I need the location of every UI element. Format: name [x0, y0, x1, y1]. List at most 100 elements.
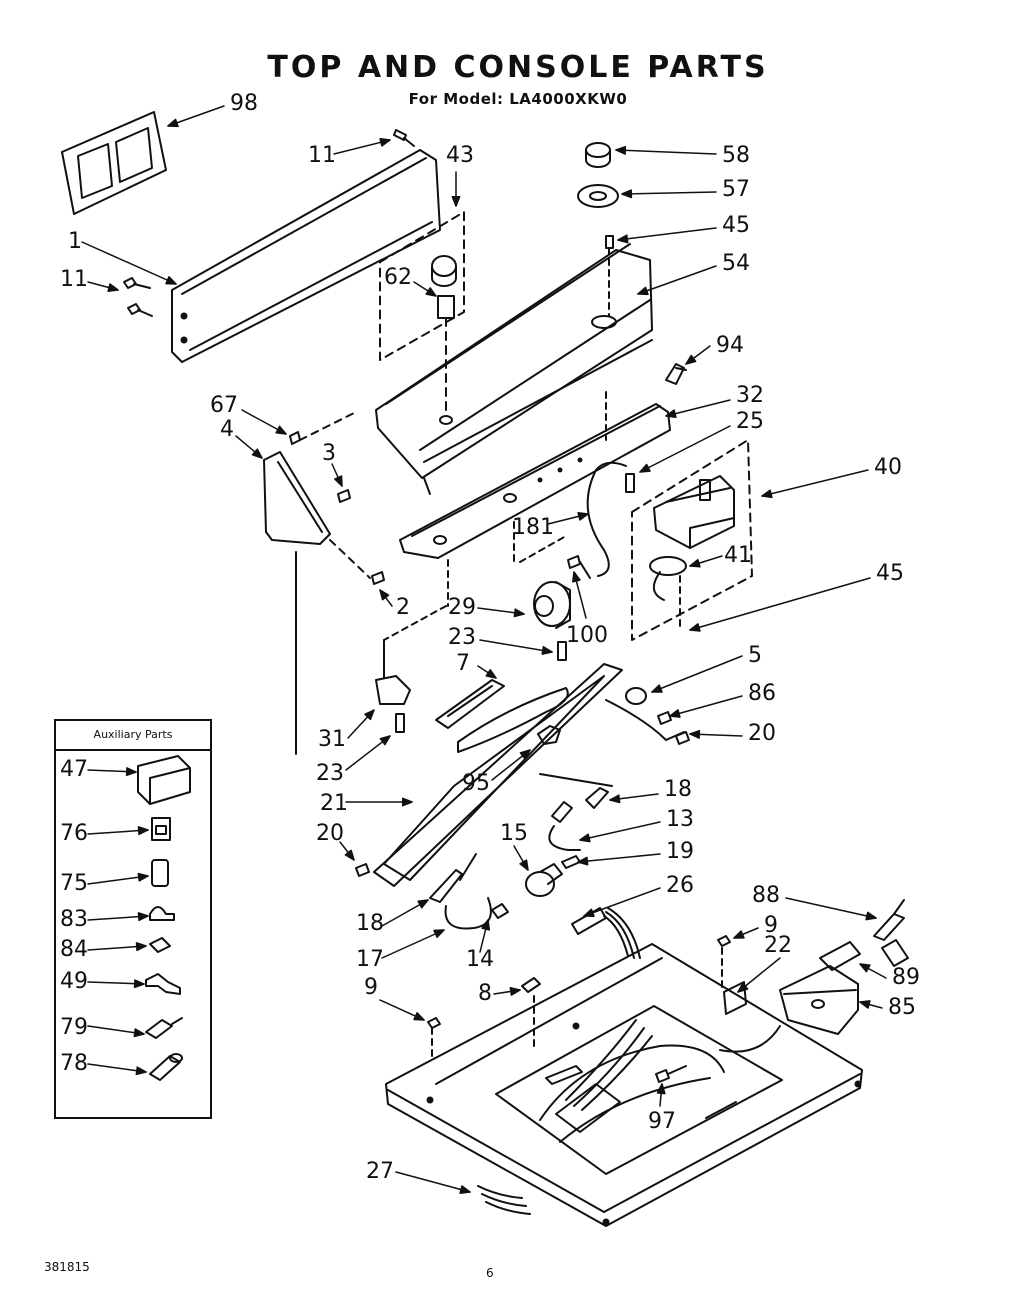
part-181-wire [586, 461, 627, 577]
leader-arrow-c95 [519, 749, 531, 760]
leader-arrow-c8 [509, 986, 521, 996]
part-85-reservoir [779, 965, 859, 1035]
leader-arrow-a78 [135, 1066, 147, 1076]
part-22-bracket [721, 947, 747, 1015]
leader-arrow-c7 [485, 669, 497, 679]
callout-label-c18b: 18 [356, 911, 384, 936]
part-25-screw [625, 473, 635, 493]
part-41-switch [649, 556, 687, 629]
leader-arrow-c29 [513, 608, 525, 618]
part-54-console-top [375, 243, 653, 495]
callout-label-c20a: 20 [748, 721, 776, 746]
leader-arrow-c22 [737, 982, 749, 993]
part-13-lid-switch [548, 801, 581, 851]
leader-arrow-c17 [433, 929, 445, 938]
leader-line-c58 [615, 149, 717, 155]
leader-arrow-a47 [125, 767, 137, 777]
part-4-end-cap [263, 411, 385, 755]
part-18-hinge [429, 787, 609, 903]
aux-part-79 [145, 1017, 183, 1039]
leader-arrow-c100 [572, 571, 581, 583]
aux-part-75 [151, 859, 169, 887]
callout-label-c26: 26 [666, 873, 694, 898]
callout-label-c89: 89 [892, 965, 920, 990]
part-26-harness [571, 907, 641, 959]
part-95-latch [537, 725, 561, 745]
leader-arrow-a75 [137, 872, 149, 882]
callout-label-c11a: 11 [308, 143, 336, 168]
aux-part-47 [137, 755, 191, 805]
leader-arrow-c11b [107, 283, 119, 292]
callout-label-c11b: 11 [60, 267, 88, 292]
leader-line-c88 [785, 897, 877, 919]
leader-arrow-c31 [364, 709, 375, 721]
callout-label-a84: 84 [60, 937, 88, 962]
page-title: TOP AND CONSOLE PARTS [267, 50, 769, 85]
leader-arrow-c97 [656, 1083, 666, 1095]
leader-line-c27 [395, 1171, 471, 1193]
part-1-console-panel [171, 149, 441, 363]
callout-label-c88: 88 [752, 883, 780, 908]
leader-arrow-c62 [425, 287, 437, 297]
callout-label-c13: 13 [666, 807, 694, 832]
callout-label-c54: 54 [722, 251, 750, 276]
callout-label-c43: 43 [446, 143, 474, 168]
leader-arrow-a84 [135, 942, 147, 952]
document-number: 381815 [44, 1260, 90, 1274]
callout-label-c27: 27 [366, 1159, 394, 1184]
callout-label-c1: 1 [68, 229, 82, 254]
callout-label-a49: 49 [60, 969, 88, 994]
callout-label-c7: 7 [456, 651, 470, 676]
leader-line-c25 [639, 425, 731, 473]
callout-label-c57: 57 [722, 177, 750, 202]
part-14-screw [491, 903, 509, 919]
leader-line-c57 [621, 191, 717, 195]
leader-line-c32 [665, 399, 731, 417]
leader-arrow-c19 [577, 856, 589, 866]
part-40-switch-housing [631, 439, 753, 641]
leader-arrow-c18b [417, 899, 429, 909]
leader-arrow-c41 [689, 558, 701, 568]
leader-arrow-c40 [761, 489, 773, 499]
leader-arrow-c67 [275, 425, 287, 435]
callout-label-c9a: 9 [764, 913, 778, 938]
leader-arrow-c86 [669, 709, 681, 718]
auxiliary-parts-box: Auxiliary Parts [54, 719, 212, 1119]
callout-label-a83: 83 [60, 907, 88, 932]
leader-arrow-c57 [621, 189, 633, 199]
leader-arrow-c13 [579, 833, 591, 843]
callout-label-c23a: 23 [448, 625, 476, 650]
leader-line-c26 [583, 887, 661, 917]
part-23-screw [395, 641, 567, 733]
callout-label-c3: 3 [322, 441, 336, 466]
aux-part-78 [149, 1053, 183, 1081]
leader-line-c45b [689, 577, 871, 631]
callout-label-c14: 14 [466, 947, 494, 972]
part-20-screw [355, 731, 690, 877]
leader-arrow-c85 [859, 1000, 871, 1009]
leader-arrow-c54 [637, 286, 649, 296]
leader-arrow-a79 [133, 1028, 145, 1038]
leader-arrow-c1 [165, 276, 177, 285]
callout-label-c98: 98 [230, 91, 258, 116]
part-100-screw [567, 555, 591, 579]
leader-arrow-c43 [451, 195, 461, 207]
callout-label-c22: 22 [764, 933, 792, 958]
leader-line-c54 [637, 265, 717, 295]
aux-part-83 [149, 906, 175, 921]
aux-part-49 [145, 973, 181, 995]
aux-part-76 [151, 817, 171, 841]
leader-line-c23a [479, 639, 553, 653]
callout-label-a75: 75 [60, 871, 88, 896]
leader-arrow-c58 [615, 145, 627, 155]
part-45-screw [605, 235, 614, 317]
part-5-bumper [625, 687, 647, 705]
callout-label-a76: 76 [60, 821, 88, 846]
leader-arrow-c181 [577, 511, 589, 521]
part-98-bracket [61, 111, 167, 215]
part-89-fill-tube [819, 941, 861, 971]
part-8-clip [521, 977, 541, 1049]
leader-arrow-c9b [413, 1012, 425, 1021]
callout-label-c86: 86 [748, 681, 776, 706]
